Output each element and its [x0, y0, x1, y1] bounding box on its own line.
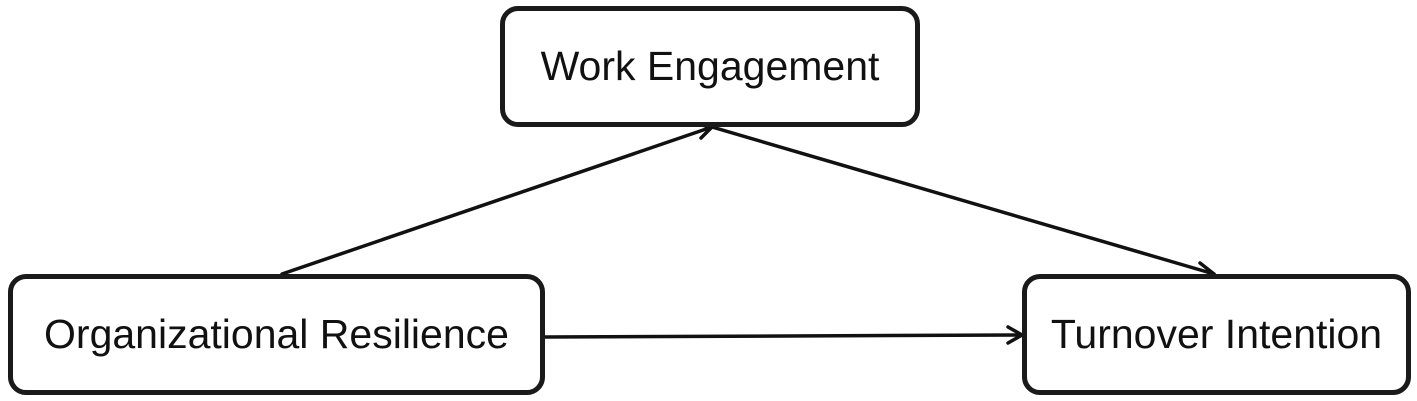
- edge-we-to-ti: [710, 125, 1216, 280]
- node-label-organizational-resilience: Organizational Resilience: [44, 311, 509, 357]
- edge-or-to-ti: [543, 325, 1024, 345]
- edge-or-to-we: [280, 122, 714, 276]
- node-work-engagement: Work Engagement: [500, 6, 920, 127]
- node-label-turnover-intention: Turnover Intention: [1050, 311, 1383, 357]
- node-label-work-engagement: Work Engagement: [540, 43, 880, 89]
- node-organizational-resilience: Organizational Resilience: [8, 274, 545, 395]
- node-turnover-intention: Turnover Intention: [1022, 274, 1411, 395]
